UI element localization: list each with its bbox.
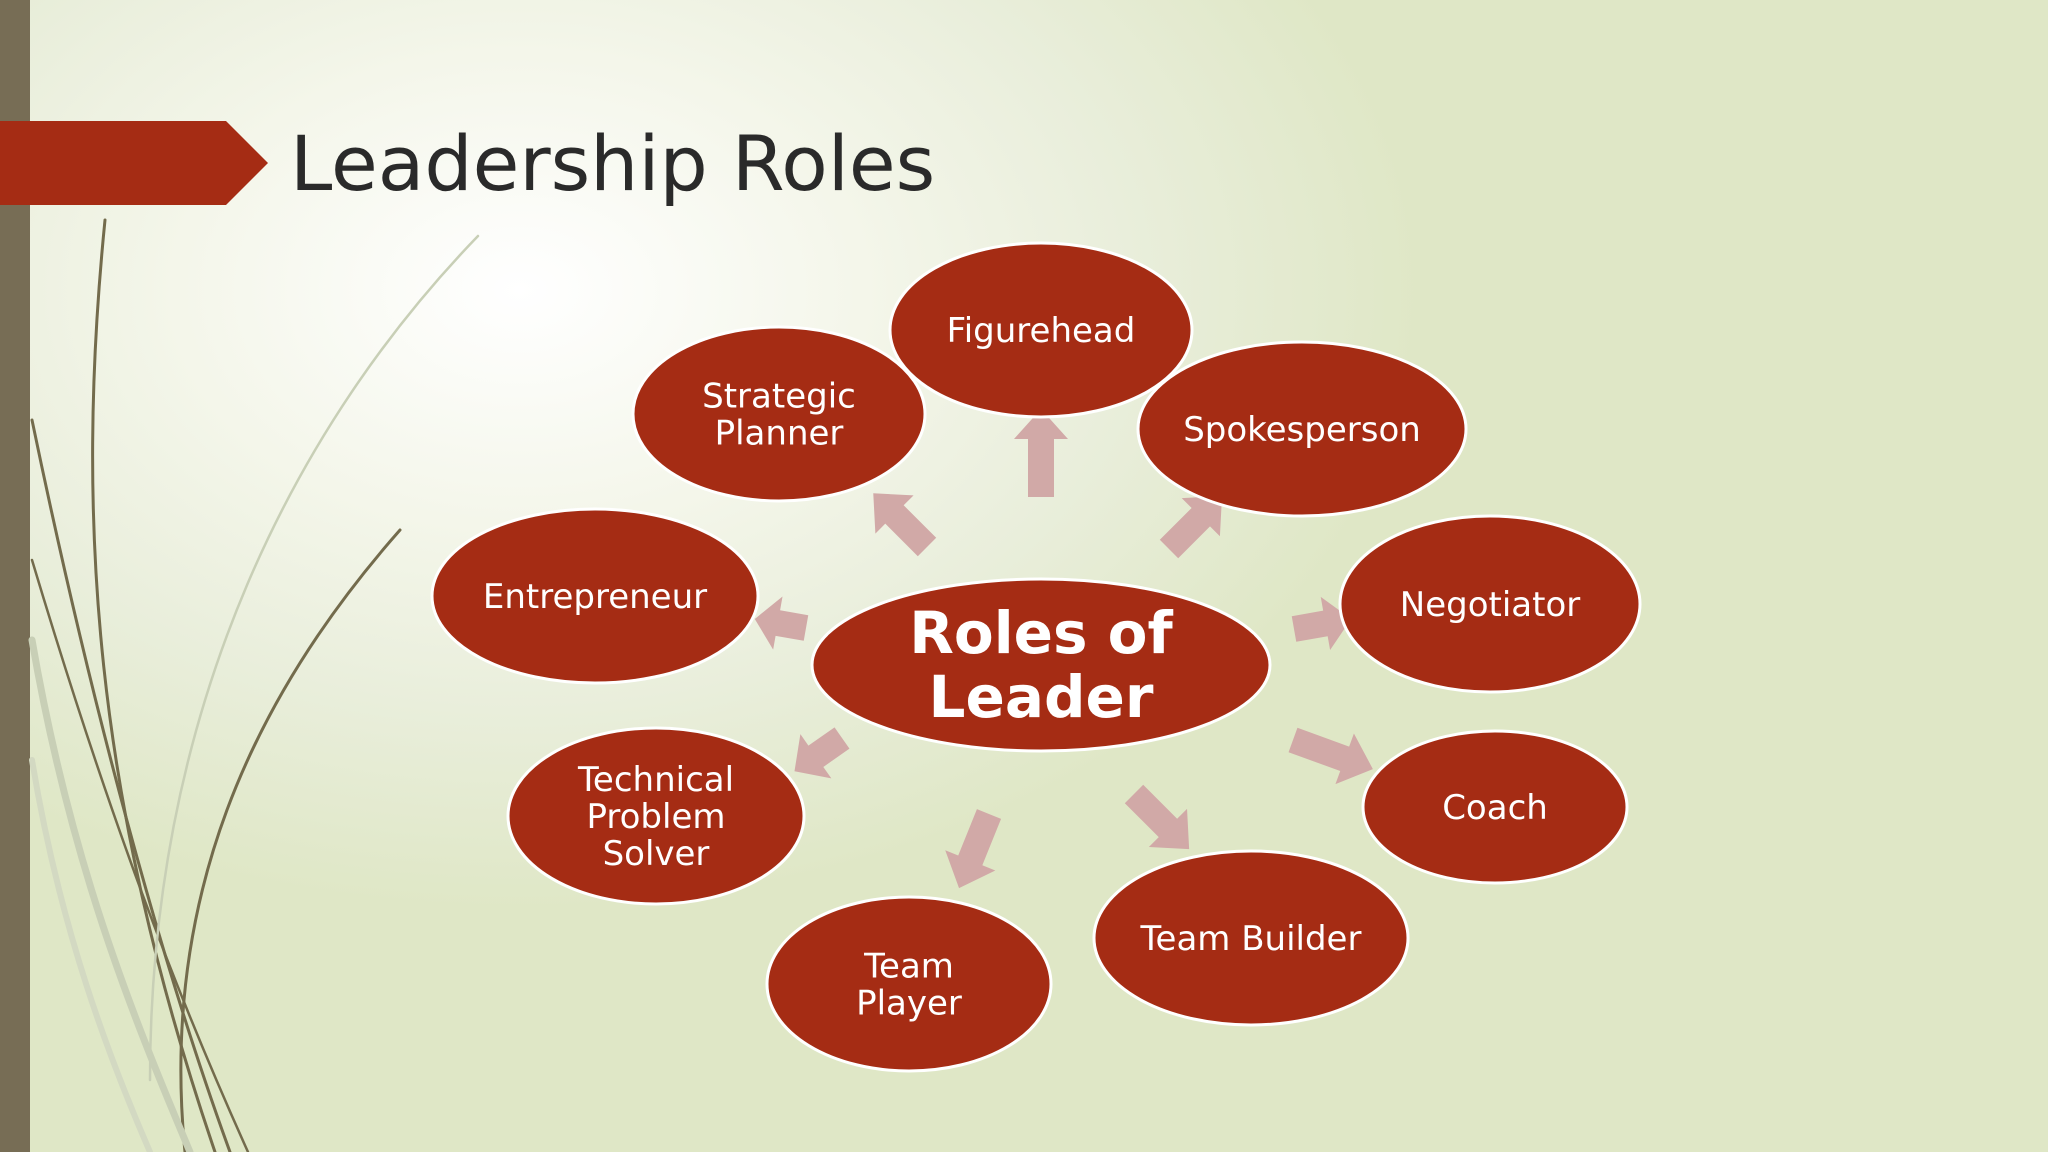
nodes-layer: FigureheadSpokespersonNegotiatorCoachTea…: [430, 241, 1642, 1073]
node-ellipse: [1092, 849, 1410, 1027]
arrows-layer: [754, 409, 1373, 889]
node-figurehead: Figurehead: [888, 241, 1194, 419]
node-ellipse: [888, 241, 1194, 419]
node-label: Entrepreneur: [483, 577, 707, 617]
center-label: Leader: [929, 663, 1154, 731]
arrow-to-team-builder: [1124, 784, 1190, 850]
node-label: Figurehead: [947, 311, 1136, 351]
node-label: Problem: [586, 797, 725, 837]
arrow-to-spokesperson: [1159, 495, 1223, 559]
node-label: Team Builder: [1140, 919, 1362, 959]
title-arrow-shape: [0, 121, 268, 205]
node-label: Coach: [1442, 788, 1548, 828]
node-spokesperson: Spokesperson: [1136, 340, 1468, 518]
arrow-to-entrepreneur: [754, 596, 809, 650]
node-entrepreneur: Entrepreneur: [430, 507, 760, 685]
node-ellipse: [631, 325, 927, 503]
arrow-to-team-player: [945, 809, 1002, 889]
node-ellipse: [1338, 514, 1642, 694]
center-label: Roles of: [909, 599, 1173, 667]
arrow-to-figurehead: [1014, 409, 1068, 497]
node-ellipse: [765, 895, 1053, 1073]
node-label: Team: [863, 947, 954, 987]
node-ellipse: [1361, 729, 1629, 885]
node-ellipse: [506, 726, 806, 906]
arrow-to-negotiator: [1291, 596, 1352, 651]
node-label: Strategic: [702, 377, 856, 417]
node-ellipse: [430, 507, 760, 685]
center-ellipse: [810, 577, 1272, 753]
node-coach: Coach: [1361, 729, 1629, 885]
node-label: Planner: [715, 414, 844, 454]
slide-title: Leadership Roles: [290, 119, 936, 208]
arrow-to-strategic-planner: [873, 493, 937, 557]
decorative-curves: [28, 218, 480, 1152]
arrow-to-coach: [1288, 727, 1373, 785]
node-label: Solver: [603, 834, 710, 874]
node-label: Player: [856, 984, 962, 1024]
node-label: Spokesperson: [1183, 410, 1421, 450]
node-negotiator: Negotiator: [1338, 514, 1642, 694]
node-ellipse: [1136, 340, 1468, 518]
arrow-to-technical-problem-solver: [794, 727, 850, 779]
node-label: Negotiator: [1400, 585, 1580, 625]
node-team-builder: Team Builder: [1092, 849, 1410, 1027]
node-label: Technical: [577, 760, 734, 800]
